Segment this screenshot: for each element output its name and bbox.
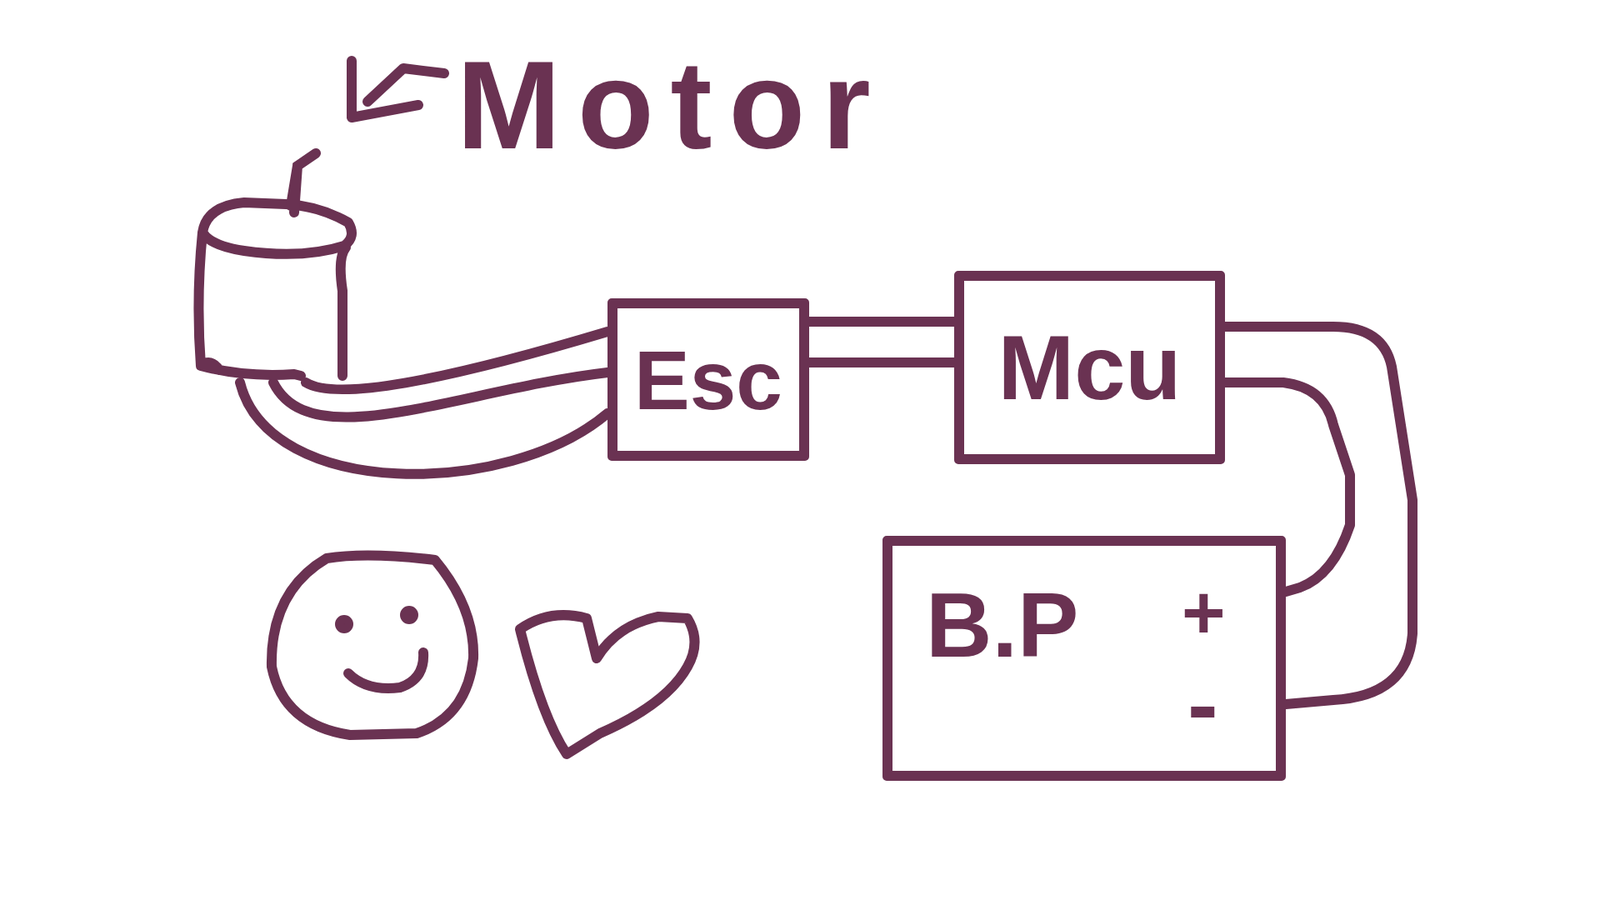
node-label: Motor xyxy=(456,42,888,168)
esc-box: Esc xyxy=(607,298,810,461)
motor-outline xyxy=(194,199,368,383)
battery-box: B.P xyxy=(882,535,1286,781)
node-label: B.P xyxy=(925,579,1079,671)
mcu-box: Mcu xyxy=(954,270,1225,465)
wire-line xyxy=(273,372,608,418)
wire-line xyxy=(240,382,608,475)
wire-connector xyxy=(273,372,608,418)
smiley-mouth xyxy=(348,652,424,689)
wire-connector xyxy=(809,362,955,364)
wire-connector xyxy=(240,382,608,475)
motor-shaft xyxy=(290,153,316,213)
node-label: Mcu xyxy=(998,321,1182,414)
smiley-eye xyxy=(340,620,349,629)
smiley-eye xyxy=(405,610,414,620)
heart-symbol xyxy=(520,615,695,755)
terminal-plus: + xyxy=(1181,575,1226,650)
node-label: Esc xyxy=(634,338,783,422)
smiley-face xyxy=(271,555,474,735)
wire-line xyxy=(809,316,955,327)
wire-line xyxy=(809,357,955,368)
wire-connector xyxy=(809,321,955,323)
motor-cylinder: Motor xyxy=(194,199,368,383)
terminal-minus: - xyxy=(1187,658,1219,750)
pointer-arrow xyxy=(351,60,445,118)
motor-body xyxy=(198,202,352,376)
